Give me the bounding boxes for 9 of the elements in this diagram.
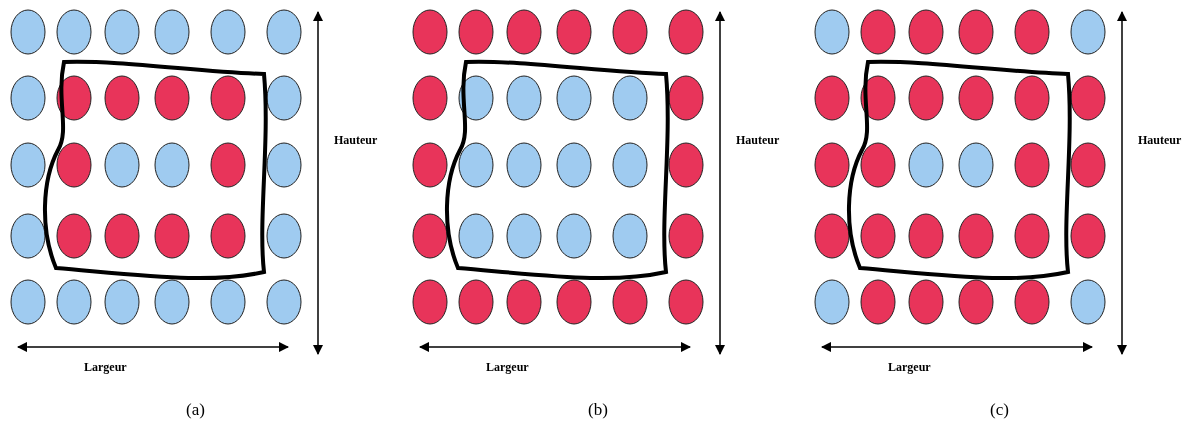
panel-caption: (c) (990, 400, 1009, 420)
panel-caption: (b) (588, 400, 608, 420)
dimension-label: Hauteur (736, 133, 780, 148)
dimension-label: Hauteur (334, 133, 378, 148)
dimension-label: Hauteur (1138, 133, 1182, 148)
dimension-label: Largeur (486, 360, 529, 375)
panel-caption: (a) (186, 400, 205, 420)
dimension-label: Largeur (84, 360, 127, 375)
dimension-label: Largeur (888, 360, 931, 375)
